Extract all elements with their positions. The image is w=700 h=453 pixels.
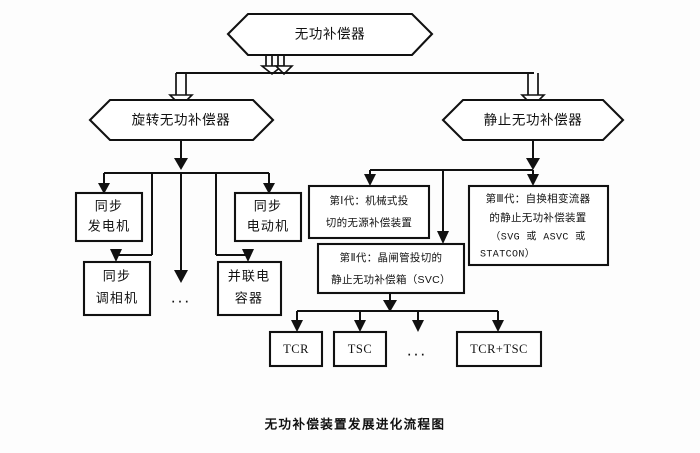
- node-generation-3-line1: 第Ⅲ代：自换相变流器: [486, 192, 591, 205]
- connector-gen2-to-svc: [291, 293, 504, 332]
- node-generation-3-line3: （SVG 或 ASVC 或: [490, 231, 585, 244]
- node-sync-motor-line1: 同步: [254, 198, 282, 213]
- node-rotating-label: 旋转无功补偿器: [132, 113, 231, 128]
- node-tsc[interactable]: TSC: [332, 330, 388, 368]
- connector-rotating-to-bus: [98, 140, 275, 283]
- svc-ellipsis-label: ...: [407, 340, 427, 359]
- node-rotating[interactable]: 旋转无功补偿器: [88, 98, 275, 142]
- node-root-label: 无功补偿器: [295, 27, 366, 42]
- node-tcr-tsc-label: TCR+TSC: [470, 342, 528, 356]
- node-sync-generator-line1: 同步: [95, 198, 123, 213]
- node-sync-motor-line2: 电动机: [247, 218, 290, 233]
- node-sync-condenser-line2: 调相机: [96, 290, 139, 305]
- node-shunt-capacitor-line1: 并联电: [228, 268, 271, 283]
- node-rotating-ellipsis: ...: [171, 287, 191, 306]
- node-svc-ellipsis: ...: [407, 340, 427, 359]
- node-sync-condenser-line1: 同步: [103, 268, 131, 283]
- node-sync-condenser[interactable]: 同步 调相机: [82, 260, 152, 317]
- node-tsc-label: TSC: [348, 342, 372, 356]
- node-generation-3[interactable]: 第Ⅲ代：自换相变流器 的静止无功补偿装置 （SVG 或 ASVC 或 STATC…: [467, 184, 610, 267]
- node-tcr-tsc[interactable]: TCR+TSC: [455, 330, 543, 368]
- node-shunt-capacitor-line2: 容器: [235, 290, 263, 305]
- node-generation-1-line1: 第Ⅰ代：机械式投: [330, 194, 409, 207]
- rotating-ellipsis-label: ...: [171, 287, 191, 306]
- node-root[interactable]: 无功补偿器: [226, 12, 434, 57]
- node-generation-3-line2: 的静止无功补偿装置: [489, 211, 586, 224]
- node-sync-generator-line2: 发电机: [88, 218, 131, 233]
- node-sync-motor[interactable]: 同步 电动机: [233, 191, 303, 243]
- node-tcr-label: TCR: [283, 342, 309, 356]
- node-generation-1[interactable]: 第Ⅰ代：机械式投 切的无源补偿装置: [307, 184, 431, 240]
- node-generation-3-line4: STATCON）: [480, 248, 535, 261]
- node-generation-2-line1: 第Ⅱ代：晶闸管投切的: [340, 251, 443, 264]
- diagram-caption: 无功补偿装置发展进化流程图: [264, 416, 446, 431]
- node-sync-generator[interactable]: 同步 发电机: [74, 191, 144, 243]
- node-generation-2[interactable]: 第Ⅱ代：晶闸管投切的 静止无功补偿箱（SVC）: [316, 242, 466, 295]
- node-shunt-capacitor[interactable]: 并联电 容器: [216, 260, 283, 317]
- connector-static-to-bus: [364, 140, 540, 244]
- node-static[interactable]: 静止无功补偿器: [441, 98, 625, 142]
- node-tcr[interactable]: TCR: [268, 330, 324, 368]
- connector-root-to-bus: [259, 55, 294, 76]
- node-generation-2-line2: 静止无功补偿箱（SVC）: [331, 273, 451, 286]
- node-static-label: 静止无功补偿器: [484, 113, 583, 128]
- node-generation-1-line2: 切的无源补偿装置: [326, 216, 412, 229]
